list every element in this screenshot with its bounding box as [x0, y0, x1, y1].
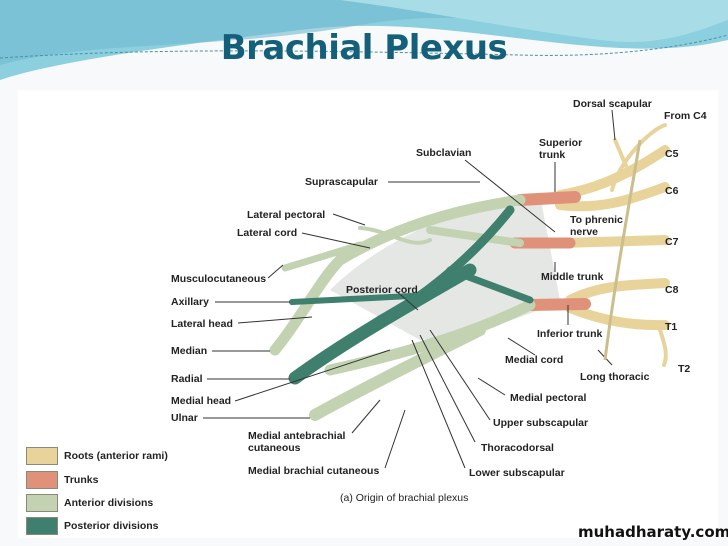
inferior-trunk [524, 298, 591, 311]
label-lateral-cord: Lateral cord [237, 227, 298, 239]
label-radial: Radial [171, 373, 203, 385]
legend-label: Trunks [64, 474, 99, 486]
legend-label: Anterior divisions [64, 497, 154, 509]
label-c5: C5 [665, 148, 679, 160]
legend-item-roots: Roots (anterior rami) [26, 447, 168, 465]
label-t1: T1 [665, 321, 678, 333]
label-inferior-trunk: Inferior trunk [537, 328, 603, 340]
label-median: Median [171, 345, 208, 357]
root-from-c4 [610, 123, 667, 192]
label-medial-head: Medial head [171, 395, 232, 407]
label-medial-antebrachial-cutaneous: Medial antebrachial cutaneous [248, 430, 346, 454]
label-from-c4: From C4 [664, 110, 707, 122]
root-t2 [658, 328, 668, 367]
label-superior-trunk: Superior trunk [539, 137, 583, 161]
label-posterior-cord: Posterior cord [346, 284, 418, 296]
legend-swatch-anterior-divisions [26, 494, 58, 512]
label-c6: C6 [665, 185, 679, 197]
header-wave-decoration [0, 0, 728, 80]
legend-swatch-trunks [26, 471, 58, 489]
label-medial-cord: Medial cord [505, 354, 564, 366]
root-c6 [555, 182, 670, 212]
label-thoracodorsal: Thoracodorsal [481, 442, 554, 454]
label-to-phrenic-nerve: To phrenic nerve [570, 214, 623, 238]
radial-nerve [288, 263, 477, 385]
label-suprascapular: Suprascapular [305, 176, 378, 188]
musculocutaneous-nerve [281, 241, 364, 272]
label-musculocutaneous: Musculocutaneous [171, 273, 267, 285]
root-c8 [565, 278, 670, 305]
label-upper-subscapular: Upper subscapular [493, 417, 589, 429]
label-dorsal-scapular: Dorsal scapular [573, 98, 652, 110]
lateral-cord [269, 194, 526, 356]
root-dorsal-scapular [613, 138, 632, 177]
label-lateral-head: Lateral head [171, 318, 233, 330]
superior-trunk [514, 191, 581, 206]
figure-caption: (a) Origin of brachial plexus [340, 492, 469, 504]
label-subclavian: Subclavian [416, 147, 472, 159]
label-medial-pectoral: Medial pectoral [510, 392, 587, 404]
label-lower-subscapular: Lower subscapular [469, 467, 565, 479]
legend-swatch-roots [26, 447, 58, 465]
medial-cord [324, 299, 536, 376]
legend-item-anterior-divisions: Anterior divisions [26, 494, 153, 512]
leader-lines [203, 109, 616, 469]
slide-title: Brachial Plexus [220, 28, 508, 68]
legend-item-posterior-divisions: Posterior divisions [26, 517, 159, 535]
legend-label: Posterior divisions [64, 520, 159, 532]
plexus-interior [330, 195, 560, 340]
legend-label: Roots (anterior rami) [64, 450, 168, 462]
long-thoracic-nerve [603, 139, 642, 361]
label-lateral-pectoral: Lateral pectoral [247, 209, 326, 221]
watermark: muhadharaty.com [578, 523, 728, 541]
root-t1 [565, 303, 670, 331]
ulnar-nerve [309, 324, 486, 421]
lateral-pectoral-nerve [358, 226, 432, 245]
label-axillary: Axillary [171, 296, 209, 308]
root-c7 [555, 235, 670, 248]
label-long-thoracic: Long thoracic [580, 371, 650, 383]
legend-item-trunks: Trunks [26, 471, 98, 489]
label-middle-trunk: Middle trunk [541, 271, 604, 283]
anterior-division-c7 [426, 226, 524, 247]
legend-swatch-posterior-divisions [26, 517, 58, 535]
label-t2: T2 [678, 363, 691, 375]
label-c8: C8 [665, 284, 679, 296]
label-c7: C7 [665, 236, 679, 248]
label-ulnar: Ulnar [171, 412, 198, 424]
label-medial-brachial-cutaneous: Medial brachial cutaneous [248, 465, 380, 477]
axillary-nerve [289, 292, 433, 305]
posterior-division-c8 [446, 266, 534, 304]
